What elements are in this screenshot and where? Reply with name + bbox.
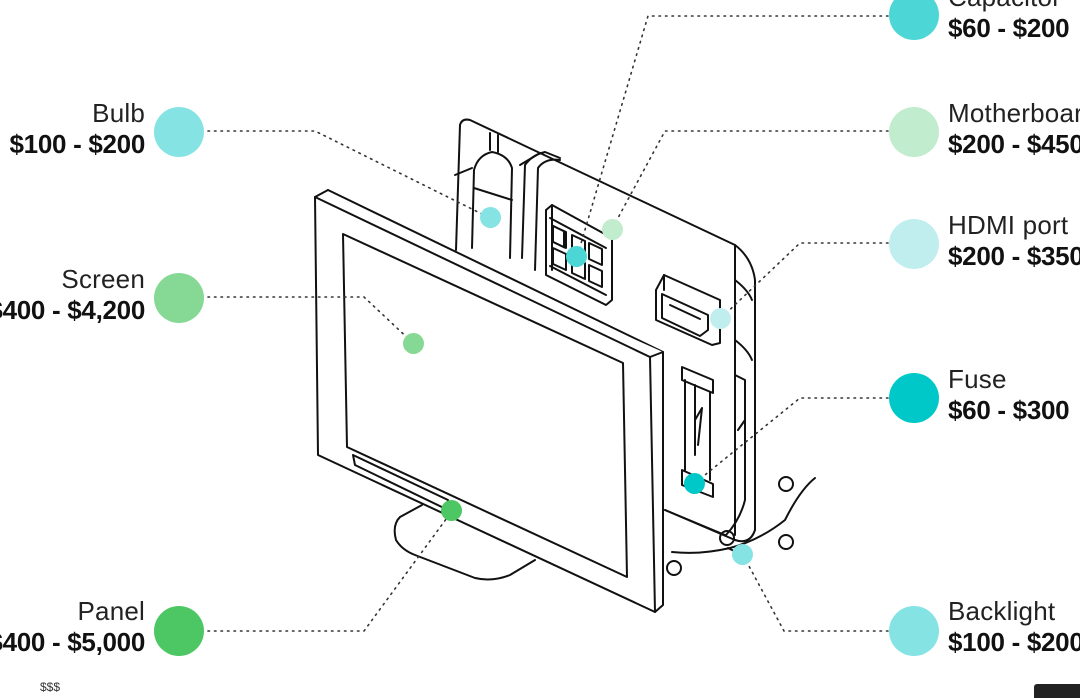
component-price: $400 - $4,200 [0,295,145,325]
hotspot-backlight[interactable] [732,544,753,565]
component-name: Panel [77,596,145,626]
hotspot-screen[interactable] [403,333,424,354]
leader-line-motherboard [611,130,889,230]
monitor-stand [393,504,536,581]
component-name: Bulb [92,98,145,128]
leader-line-screen [207,296,415,345]
legend-dot-bulb [154,107,204,157]
leader-line-capacitor [576,15,889,258]
hotspot-fuse[interactable] [684,473,705,494]
legend-dot-backlight [889,606,939,656]
label-hdmi-port: HDMI port $200 - $350 [948,210,1080,272]
component-name: Fuse [948,364,1007,394]
hotspot-motherboard[interactable] [602,219,623,240]
component-price: $100 - $200 [9,129,146,159]
leader-lines [207,15,889,632]
component-name: Capacitor [948,0,1069,12]
hotspot-hdmi-port[interactable] [710,308,731,329]
legend-dot-hdmi-port [889,219,939,269]
component-name: Screen [61,264,145,294]
label-backlight: Backlight $100 - $200 [948,596,1080,658]
component-name: Backlight [948,596,1056,626]
label-capacitor: Capacitor $60 - $200 [948,0,1070,44]
component-price: $60 - $300 [948,395,1070,425]
legend-dot-fuse [889,373,939,423]
legend-dot-screen [154,273,204,323]
legend-dot-motherboard [889,107,939,157]
leader-line-panel [207,510,453,632]
label-fuse: Fuse $60 - $300 [948,364,1070,426]
label-motherboard: Motherboard $200 - $450 [948,98,1080,160]
leader-line-backlight [742,554,889,632]
legend-dot-panel [154,606,204,656]
component-price: $100 - $200 [948,627,1080,657]
label-panel: Panel $400 - $5,000 [0,596,145,658]
brand-logo [1034,684,1080,698]
hotspot-bulb[interactable] [480,207,501,228]
component-name: Motherboard [948,98,1080,128]
component-price: $400 - $5,000 [0,627,145,657]
leader-line-fuse [694,397,889,484]
component-price: $200 - $350 [948,241,1080,271]
component-price: $200 - $450 [948,129,1080,159]
hotspot-panel[interactable] [441,500,462,521]
component-name: HDMI port [948,210,1069,240]
monitor-front-bezel [314,189,664,613]
component-price: $60 - $200 [948,13,1070,43]
label-screen: Screen $400 - $4,200 [0,264,145,326]
footer-note: $$$ [40,680,61,694]
label-bulb: Bulb $100 - $200 [10,98,146,160]
hotspot-capacitor[interactable] [566,246,587,267]
legend-dot-capacitor [889,0,939,40]
